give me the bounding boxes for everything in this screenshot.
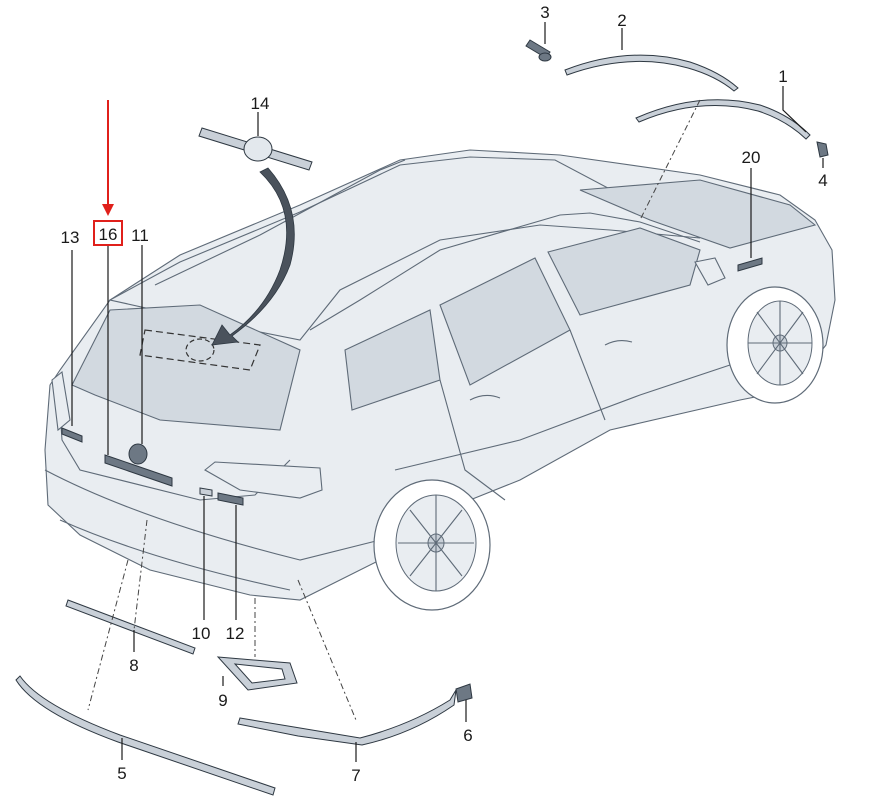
- callout-14: 14: [251, 94, 270, 113]
- part-1-roof-trim: [635, 99, 811, 140]
- rear-window: [71, 304, 301, 431]
- part-5-trim: [15, 675, 276, 796]
- part-12-lettering: [217, 492, 244, 506]
- part-10-badge: [199, 487, 213, 497]
- side-mirror: [694, 257, 726, 286]
- part-8-strip: [65, 599, 196, 655]
- callout-1: 1: [778, 67, 787, 86]
- part-20-badge: [737, 257, 763, 272]
- door-handle-rear: [469, 394, 501, 401]
- callout-8: 8: [129, 656, 138, 675]
- rear-wheel: [373, 479, 491, 611]
- leader-lines: [71, 22, 824, 762]
- door-line-rear: [439, 379, 506, 501]
- part-4-end-cap: [816, 141, 829, 158]
- windshield: [579, 179, 817, 249]
- part-2-roof-trim: [564, 54, 739, 92]
- part-9-bezel: [216, 656, 298, 691]
- door-line-front: [569, 329, 606, 421]
- callout-12: 12: [226, 624, 245, 643]
- part-11-logo: [128, 443, 148, 465]
- callout-11: 11: [131, 226, 149, 245]
- callout-20: 20: [742, 148, 761, 167]
- rear-bumper-lower: [59, 519, 291, 591]
- callout-16: 16: [99, 225, 118, 244]
- part-3-clip: [525, 39, 552, 62]
- part-14-emblem: [198, 127, 313, 171]
- tail-light-right: [204, 461, 323, 499]
- roof-rail-right: [309, 212, 701, 331]
- part-6-bracket: [455, 683, 473, 703]
- car-body: [44, 149, 836, 611]
- part-13-badge: [61, 427, 83, 443]
- part-7-trim: [237, 689, 457, 746]
- callout-10: 10: [192, 624, 211, 643]
- callout-labels: 1 2 3 4 5 6 7 8 9 10 11 12 13 14 16 20: [61, 3, 828, 785]
- part-16-tailgate-trim: [104, 454, 173, 487]
- callout-3: 3: [540, 3, 549, 22]
- side-window-front: [547, 227, 701, 316]
- sill-line: [394, 364, 731, 471]
- door-handle-front: [604, 339, 633, 346]
- callout-2: 2: [617, 11, 626, 30]
- rear-bumper-outline: [44, 469, 381, 561]
- roof-rail-left: [154, 159, 406, 286]
- install-arrow: [211, 167, 295, 346]
- callout-7: 7: [351, 766, 360, 785]
- front-wheel: [726, 286, 824, 404]
- callout-13: 13: [61, 228, 80, 247]
- tail-light-left: [51, 370, 71, 432]
- callout-6: 6: [463, 726, 472, 745]
- callout-4: 4: [818, 171, 827, 190]
- callout-9: 9: [218, 691, 227, 710]
- callout-5: 5: [117, 764, 126, 783]
- highlight-arrow: [102, 100, 114, 216]
- highlight-box: [93, 220, 123, 246]
